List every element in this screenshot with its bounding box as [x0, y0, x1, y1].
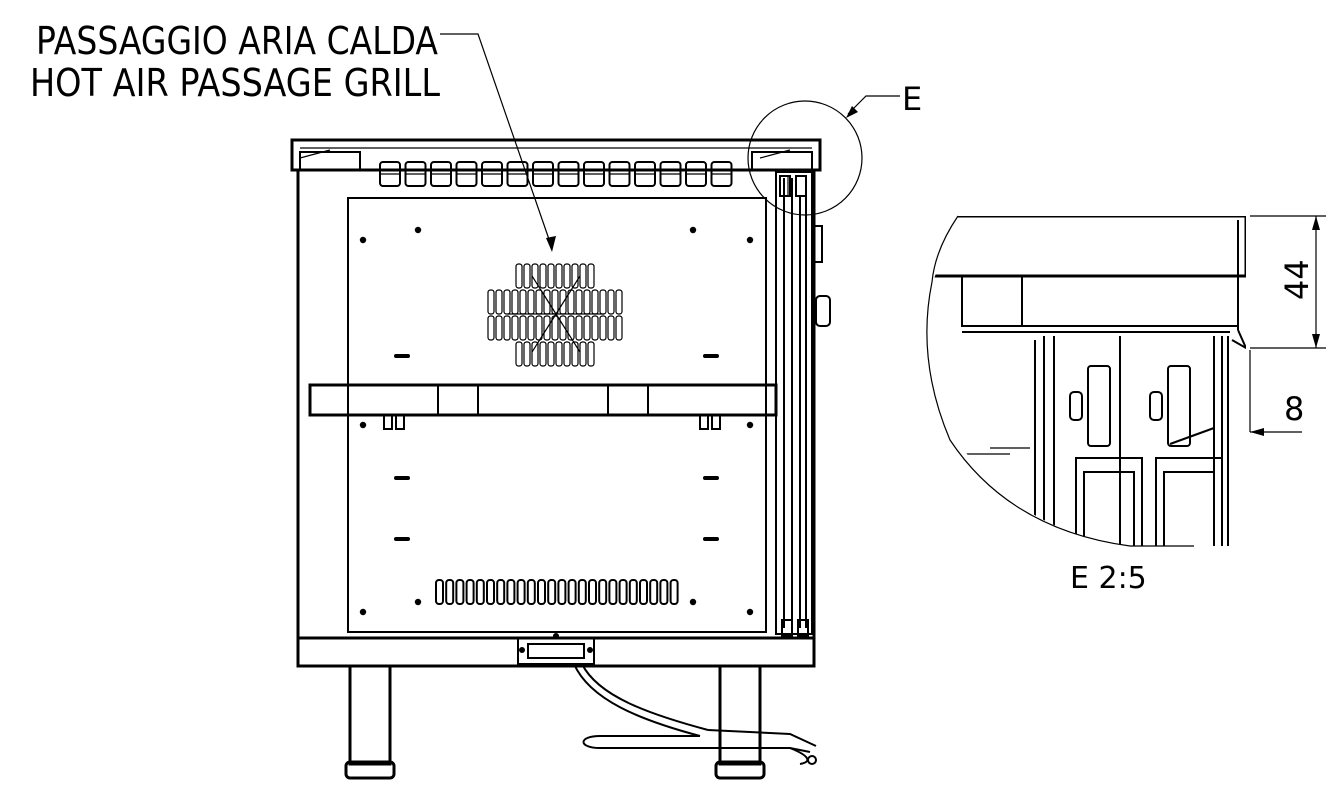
- grill-slot: [543, 315, 551, 341]
- vent-slot: [526, 579, 536, 605]
- grill-slot: [571, 341, 579, 367]
- legs: [344, 664, 766, 780]
- vent-slot: [649, 579, 659, 605]
- grill-slot: [519, 289, 527, 315]
- vent-slot: [588, 579, 597, 605]
- vent-slot: [496, 579, 506, 605]
- vent-slot: [537, 579, 546, 605]
- detail-callout-letter: E: [902, 80, 922, 118]
- grill-slot: [591, 315, 599, 341]
- grill-slot: [571, 263, 579, 289]
- grill-slot: [587, 341, 595, 367]
- hot-air-grill: [487, 263, 623, 367]
- grill-slot: [591, 289, 599, 315]
- grill-slot: [547, 263, 555, 289]
- grill-slot: [563, 263, 571, 289]
- grill-slot: [563, 341, 571, 367]
- grill-slot: [511, 289, 519, 315]
- grill-leader-line: [440, 33, 556, 252]
- vent-slot: [669, 579, 679, 605]
- grill-slot: [599, 289, 607, 315]
- grill-slot: [579, 263, 587, 289]
- vent-slot: [659, 579, 669, 605]
- panel-slots: [394, 354, 719, 541]
- grill-slot: [535, 315, 543, 341]
- grill-slot: [567, 315, 575, 341]
- vent-slot: [557, 579, 567, 605]
- vent-slot: [547, 579, 557, 605]
- power-cable: [573, 663, 817, 765]
- grill-slot: [539, 263, 547, 289]
- vent-slot: [598, 579, 608, 605]
- grill-slot: [495, 289, 503, 315]
- grill-slot: [523, 341, 531, 367]
- grill-slot: [615, 289, 623, 315]
- panel-screws: [359, 226, 754, 616]
- shelf-rail: [308, 383, 778, 430]
- grill-slot: [527, 315, 535, 341]
- grill-slot: [503, 315, 511, 341]
- grill-slot: [547, 341, 555, 367]
- grill-slot: [575, 315, 583, 341]
- vent-slot: [567, 579, 577, 605]
- grill-slot: [535, 289, 543, 315]
- front-view: [290, 138, 831, 780]
- top-plate: [290, 138, 822, 172]
- detail-callout: E: [747, 80, 922, 216]
- detail-view-label: E 2:5: [1070, 561, 1147, 596]
- vent-slot: [577, 579, 587, 605]
- vent-slot: [618, 579, 628, 605]
- grill-slot: [555, 263, 563, 289]
- grill-slot: [555, 341, 563, 367]
- vent-slot: [486, 579, 495, 605]
- upper-vent-slots: [379, 161, 733, 187]
- vent-slot: [628, 579, 638, 605]
- grill-slot: [575, 289, 583, 315]
- grill-slot: [515, 263, 523, 289]
- grill-slot: [583, 315, 591, 341]
- grill-slot: [583, 289, 591, 315]
- vent-slot: [608, 579, 618, 605]
- door-edge: [775, 171, 831, 637]
- grill-slot: [515, 341, 523, 367]
- dimension-offset: 8: [1249, 350, 1304, 436]
- vent-slot: [475, 579, 485, 605]
- vent-slot: [639, 579, 648, 605]
- vent-slot: [506, 579, 516, 605]
- grill-slot: [579, 341, 587, 367]
- grill-slot: [551, 289, 559, 315]
- vent-slot: [435, 579, 444, 605]
- grill-slot: [511, 315, 519, 341]
- vent-slot: [445, 579, 455, 605]
- grill-slot: [531, 341, 539, 367]
- cabinet-body: [296, 168, 816, 640]
- grill-slot: [615, 315, 623, 341]
- lower-vent-slots: [435, 579, 679, 605]
- grill-slot: [539, 341, 547, 367]
- grill-slot: [487, 289, 495, 315]
- grill-label-italian: PASSAGGIO ARIA CALDA: [36, 19, 438, 63]
- vent-slot: [465, 579, 475, 605]
- cable-bracket: [517, 633, 595, 665]
- dimension-44-value: 44: [1278, 259, 1316, 300]
- grill-slot: [587, 263, 595, 289]
- grill-slot: [599, 315, 607, 341]
- grill-slot: [495, 315, 503, 341]
- vent-slot: [455, 579, 465, 605]
- dimension-top-thickness: 44: [1250, 215, 1326, 349]
- grill-slot: [487, 315, 495, 341]
- grill-slot: [559, 315, 567, 341]
- grill-slot: [523, 263, 531, 289]
- grill-label-english: HOT AIR PASSAGE GRILL: [30, 61, 440, 105]
- dimension-8-value: 8: [1284, 390, 1304, 428]
- detail-view-e: 44 8 E 2:5: [926, 215, 1326, 596]
- grill-slot: [607, 315, 615, 341]
- grill-slot: [607, 289, 615, 315]
- grill-slot: [503, 289, 511, 315]
- base-plinth: [296, 636, 816, 668]
- grill-slot: [527, 289, 535, 315]
- grill-slot: [519, 315, 527, 341]
- vent-slot: [516, 579, 526, 605]
